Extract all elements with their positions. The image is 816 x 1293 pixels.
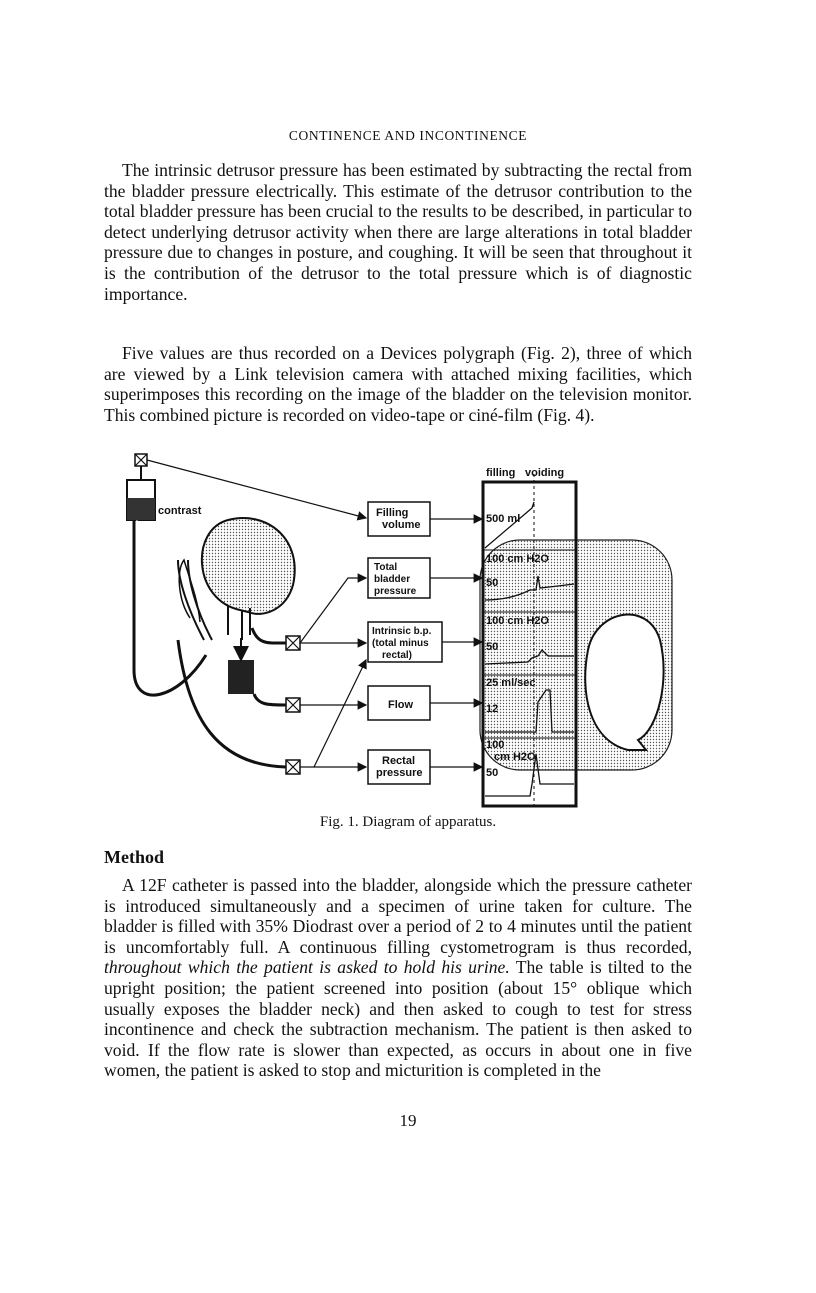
box-intrinsic-line3: rectal) <box>382 650 412 661</box>
scale-volume: 500 ml <box>486 513 520 525</box>
box-filling-line1: Filling <box>376 507 408 519</box>
trace-intrinsic-pressure <box>484 648 574 665</box>
scale-intrinsic-mid: 50 <box>486 641 498 653</box>
box-rectal-line2: pressure <box>376 767 422 779</box>
paragraph-method: A 12F catheter is passed into the bladde… <box>104 875 692 1081</box>
monitor-bladder-image <box>584 613 665 751</box>
polygraph-recording-panel: filling voiding 500 ml 100 cm H2O 50 100… <box>481 467 578 808</box>
contrast-tube <box>132 520 208 697</box>
contrast-reservoir: contrast <box>126 453 202 521</box>
signal-connections <box>146 459 484 772</box>
header-voiding: voiding <box>525 467 564 479</box>
box-intrinsic-line1: Intrinsic b.p. <box>372 626 432 637</box>
flow-meter-cylinder <box>228 638 254 694</box>
paragraph-polygraph: Five values are thus recorded on a Devic… <box>104 343 692 425</box>
bladder-figure <box>177 517 296 641</box>
figure-caption: Fig. 1. Diagram of apparatus. <box>319 814 497 830</box>
transducer-boxes <box>285 635 301 775</box>
scale-rectal-top: 100 <box>486 739 504 751</box>
section-heading-method: Method <box>104 847 164 867</box>
box-rectal-line1: Rectal <box>382 755 415 767</box>
scale-total-mid: 50 <box>486 577 498 589</box>
method-text-after: The table is tilted to the upright posit… <box>104 957 692 1081</box>
signal-boxes: Filling volume Total bladder pressure In… <box>367 501 443 785</box>
trace-total-pressure <box>484 575 575 601</box>
scale-intrinsic-top: 100 cm H2O <box>486 615 549 627</box>
scale-rectal-unit: cm H2O <box>494 751 536 763</box>
running-head: CONTINENCE AND INCONTINENCE <box>288 128 528 143</box>
page-number: 19 <box>399 1111 417 1130</box>
scale-rectal-mid: 50 <box>486 767 498 779</box>
label-contrast: contrast <box>158 505 202 517</box>
box-filling-line2: volume <box>382 519 421 531</box>
trace-flow <box>485 689 574 733</box>
box-total-line2: bladder <box>374 574 410 585</box>
trace-volume <box>484 501 535 549</box>
method-text-before: A 12F catheter is passed into the bladde… <box>104 875 692 957</box>
scale-total-top: 100 cm H2O <box>486 553 549 565</box>
box-total-line3: pressure <box>374 586 417 597</box>
apparatus-diagram: filling voiding 500 ml 100 cm H2O 50 100… <box>126 453 673 808</box>
box-intrinsic-line2: (total minus <box>372 638 429 649</box>
header-filling: filling <box>486 467 515 479</box>
paragraph-detrusor-pressure: The intrinsic detrusor pressure has been… <box>104 160 692 304</box>
method-text-italic: throughout which the patient is asked to… <box>104 957 510 978</box>
box-total-line1: Total <box>374 562 397 573</box>
scale-flow-top: 25 ml/sec <box>486 677 536 689</box>
scale-flow-mid: 12 <box>486 703 498 715</box>
box-flow-label: Flow <box>388 699 413 711</box>
trace-rectal-pressure <box>485 753 574 797</box>
